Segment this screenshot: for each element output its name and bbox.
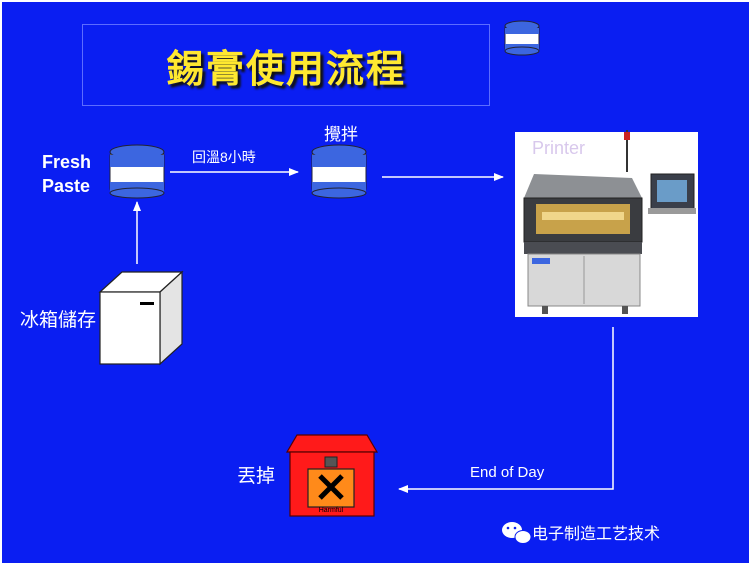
arrow-printer-to-discard <box>398 327 614 493</box>
warm-up-label: 回溫8小時 <box>192 149 256 165</box>
fresh-label-line1: Fresh <box>42 152 92 172</box>
paste-jar-icon <box>109 144 165 199</box>
page-title: 錫膏使用流程 <box>165 46 406 91</box>
fridge-storage-label: 冰箱儲存 <box>20 309 97 331</box>
fresh-label-line2: Paste <box>42 176 91 196</box>
discard-label: 丟掉 <box>237 465 276 487</box>
hazard-bin-icon <box>285 434 379 517</box>
wechat-icon <box>502 522 532 544</box>
printer-machine-icon <box>523 130 696 314</box>
paste-jar-icon <box>311 144 367 199</box>
watermark-text: 电子制造工艺技术 <box>532 524 661 543</box>
printer-label: Printer <box>532 138 586 158</box>
end-of-day-label: End of Day <box>470 464 545 481</box>
title-box <box>82 24 490 106</box>
harmful-label: Harmful <box>319 507 344 514</box>
stir-label: 攪拌 <box>324 125 358 145</box>
refrigerator-icon <box>98 270 184 366</box>
fresh-paste-label: Fresh Paste <box>42 150 91 198</box>
paste-jar-icon <box>504 20 540 56</box>
